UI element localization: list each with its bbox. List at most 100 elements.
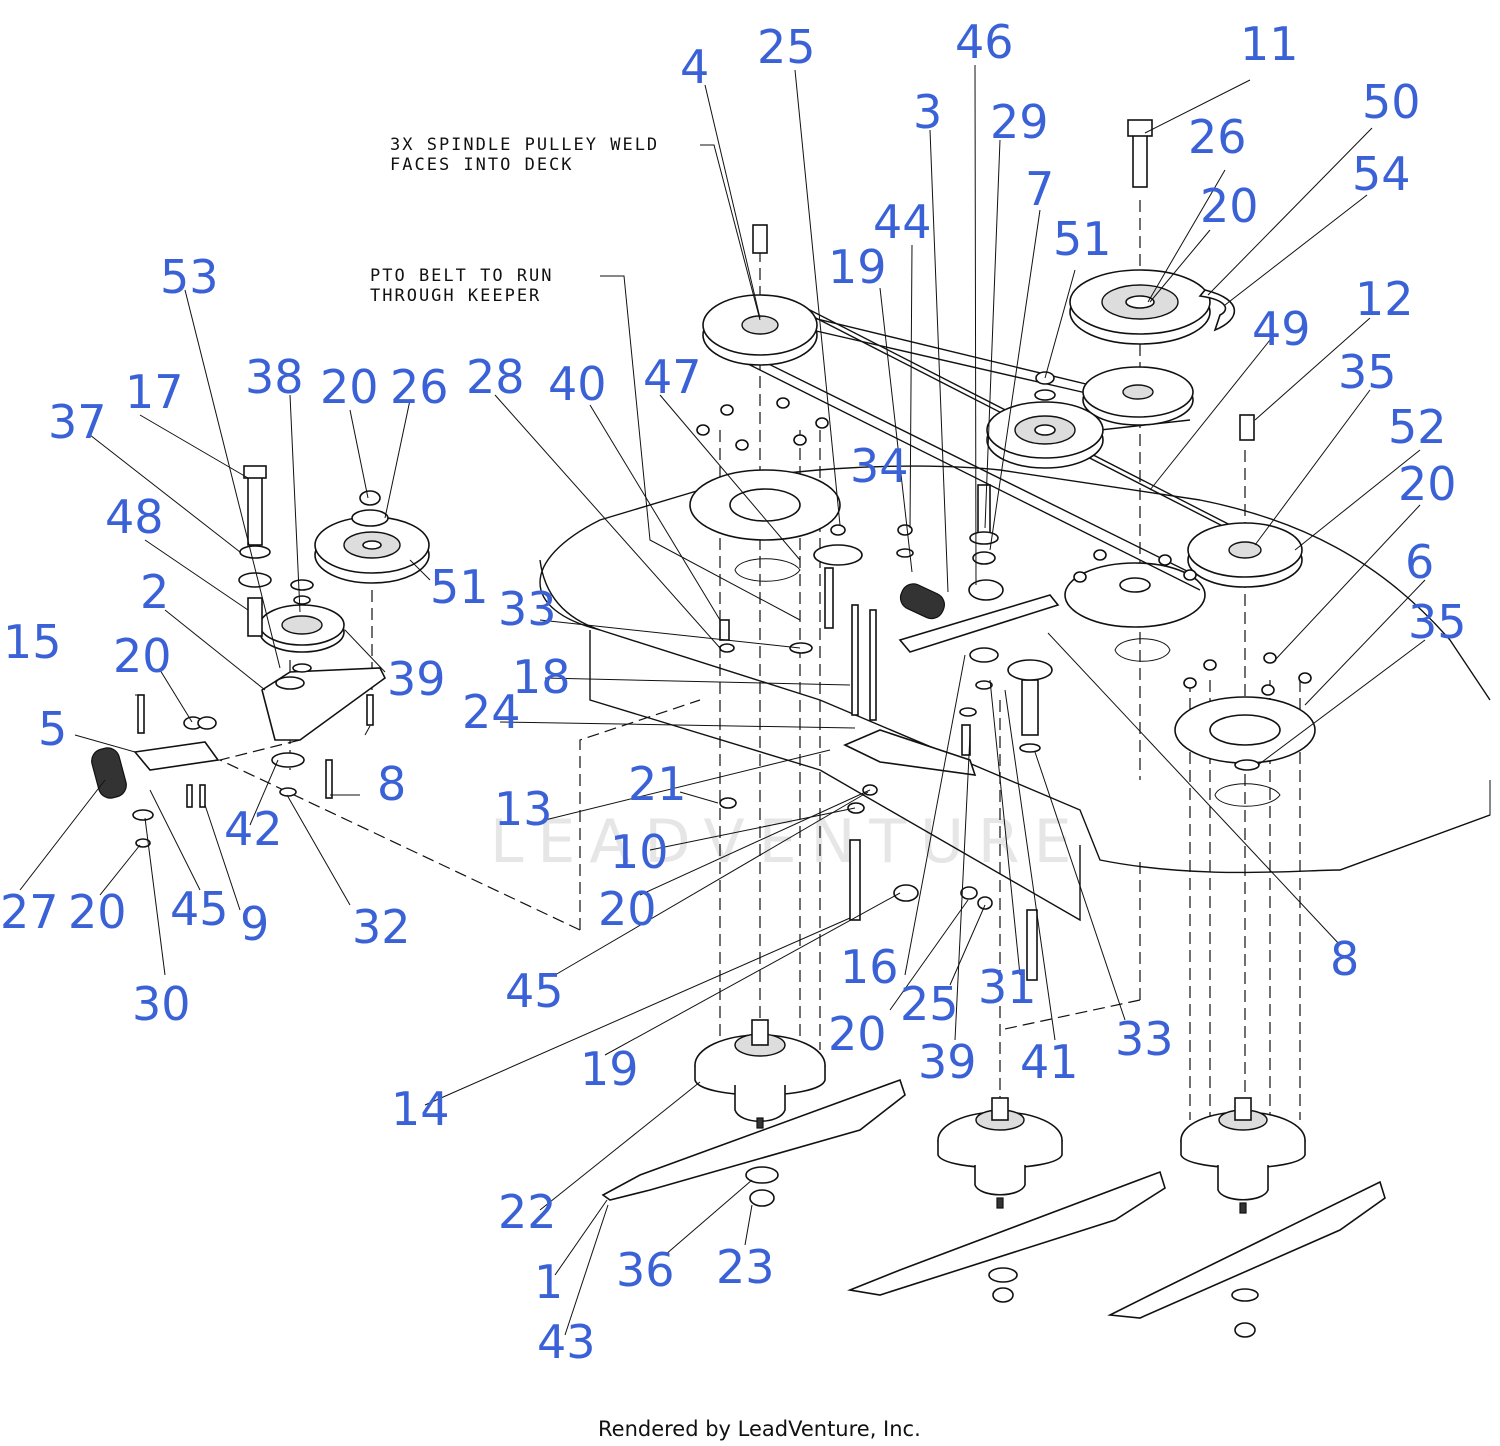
callout-9: 9 (240, 897, 269, 951)
blade-left (601, 1078, 906, 1201)
callout-45b: 45 (505, 964, 564, 1018)
spindle-assembly-center (937, 1097, 1063, 1209)
note-pto-line2: THROUGH KEEPER (370, 286, 541, 306)
callout-45a: 45 (170, 882, 229, 936)
callout-15: 15 (3, 615, 62, 669)
callout-30: 30 (132, 977, 191, 1031)
spindle-mount-plate-left (689, 469, 841, 582)
callout-20g: 20 (1398, 457, 1457, 511)
callout-53: 53 (160, 250, 219, 304)
note-spindle-line1: 3X SPINDLE PULLEY WELD (390, 135, 659, 155)
callout-48: 48 (105, 490, 164, 544)
footer-credit: Rendered by LeadVenture, Inc. (598, 1417, 921, 1441)
callout-52: 52 (1388, 400, 1447, 454)
callout-31: 31 (978, 960, 1037, 1014)
callout-51b: 51 (430, 560, 489, 614)
callout-24: 24 (462, 685, 521, 739)
assembly-guides (218, 200, 1301, 1120)
idler-pulley-lower-left (259, 604, 345, 653)
callout-49: 49 (1252, 302, 1311, 356)
callout-51a: 51 (1053, 212, 1112, 266)
callout-27: 27 (0, 885, 59, 939)
callout-35a: 35 (1338, 345, 1397, 399)
callout-37: 37 (48, 395, 107, 449)
callout-10: 10 (610, 825, 669, 879)
callout-4: 4 (680, 40, 709, 94)
callout-3: 3 (913, 85, 942, 139)
callout-21: 21 (628, 757, 687, 811)
spindle-mount-plate-right (1174, 696, 1316, 807)
tension-spring-deck (899, 583, 945, 620)
callout-26b: 26 (390, 360, 449, 414)
pto-idler-pulley (1069, 269, 1236, 345)
callout-35b: 35 (1408, 595, 1467, 649)
callout-42: 42 (224, 802, 283, 856)
idler-arm-left (261, 667, 387, 741)
note-leaders (600, 144, 801, 621)
callout-labels: 1 2 3 4 5 6 7 8 8 9 10 11 12 13 14 15 16… (0, 15, 1467, 1369)
deck-shell (539, 465, 1491, 922)
spindle-pulley-right (1187, 522, 1303, 588)
callout-33a: 33 (498, 582, 557, 636)
callout-20a: 20 (320, 360, 379, 414)
callout-20e: 20 (828, 1007, 887, 1061)
callout-14: 14 (391, 1082, 450, 1136)
callout-12: 12 (1355, 272, 1414, 326)
callout-36: 36 (616, 1243, 675, 1297)
spindle-pulley-left (702, 294, 818, 366)
callout-46: 46 (955, 15, 1014, 69)
callout-43: 43 (537, 1315, 596, 1369)
callout-50: 50 (1362, 75, 1421, 129)
callout-5: 5 (38, 702, 67, 756)
callout-25a: 25 (757, 20, 816, 74)
callout-54: 54 (1352, 147, 1411, 201)
callout-33b: 33 (1115, 1012, 1174, 1066)
callout-41: 41 (1020, 1035, 1079, 1089)
spindle-assembly-right (1180, 1097, 1306, 1214)
blade-center (847, 1170, 1166, 1296)
callout-16: 16 (840, 940, 899, 994)
callout-19a: 19 (828, 240, 887, 294)
callout-38: 38 (245, 350, 304, 404)
callout-34: 34 (850, 439, 909, 493)
callout-1: 1 (534, 1255, 563, 1309)
callout-8b: 8 (1330, 932, 1359, 986)
callout-29: 29 (990, 95, 1049, 149)
callout-2: 2 (140, 565, 169, 619)
callout-20b: 20 (113, 629, 172, 683)
callout-11: 11 (1240, 17, 1299, 71)
blade-right (1107, 1180, 1386, 1319)
callout-28: 28 (466, 350, 525, 404)
callout-39b: 39 (918, 1035, 977, 1089)
bolts (137, 119, 1255, 981)
callout-18: 18 (512, 650, 571, 704)
callout-17: 17 (125, 365, 184, 419)
callout-8a: 8 (377, 757, 406, 811)
spindle-assembly-left (694, 1019, 826, 1129)
idler-arm-deck (898, 594, 1060, 653)
callout-20f: 20 (1200, 179, 1259, 233)
callout-39a: 39 (387, 652, 446, 706)
idler-pulley-deck (986, 401, 1104, 469)
callout-20c: 20 (68, 885, 127, 939)
bracket-front (843, 729, 977, 776)
callout-6: 6 (1405, 535, 1434, 589)
spindle-pulley-center (1082, 366, 1194, 426)
callout-19b: 19 (580, 1042, 639, 1096)
callout-32: 32 (352, 900, 411, 954)
callout-40: 40 (548, 357, 607, 411)
callout-23: 23 (716, 1240, 775, 1294)
idler-bracket-left (133, 741, 220, 771)
callout-22: 22 (498, 1185, 557, 1239)
idler-pulley-upper-left (314, 516, 430, 584)
note-pto-line1: PTO BELT TO RUN (370, 266, 554, 286)
callout-20d: 20 (598, 882, 657, 936)
spindle-mount-plate-center (1064, 562, 1206, 662)
callout-47: 47 (643, 350, 702, 404)
callout-leaders (19, 64, 1426, 1336)
blade-hardware (745, 1166, 1259, 1338)
callout-44: 44 (873, 195, 932, 249)
callout-26a: 26 (1188, 110, 1247, 164)
note-spindle-line2: FACES INTO DECK (390, 155, 574, 175)
